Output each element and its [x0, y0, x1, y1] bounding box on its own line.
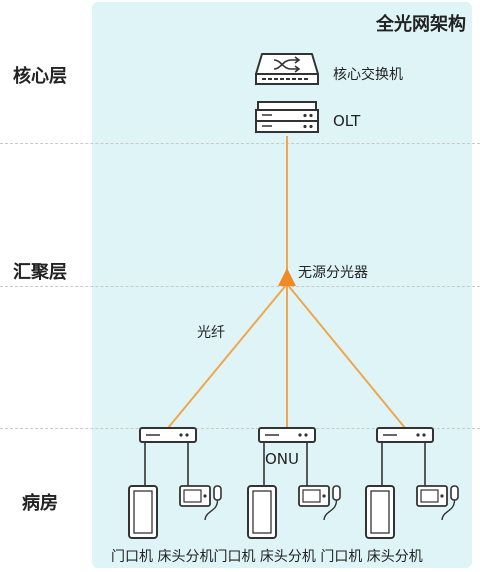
diagram-title: 全光网架构 — [376, 14, 466, 35]
splitter-icon — [278, 268, 296, 286]
splitter-label: 无源分光器 — [298, 265, 368, 281]
core-switch-label: 核心交换机 — [333, 67, 403, 83]
onu-icon — [139, 427, 197, 443]
onu-label: ONU — [265, 450, 300, 468]
door-terminal-icon — [365, 485, 395, 539]
bedside-unit-icon — [179, 485, 222, 521]
switch-icon — [255, 53, 319, 85]
door-terminal-icons — [128, 485, 395, 539]
layer-label-ward: 病房 — [22, 493, 58, 514]
layer-label-core: 核心层 — [13, 66, 67, 87]
layer-divider-3 — [0, 428, 480, 429]
door-terminal-icon — [128, 485, 158, 539]
layer-divider-2 — [0, 286, 480, 287]
olt-icon — [255, 101, 319, 133]
terminal-wiring — [144, 442, 426, 486]
onu-icon — [376, 427, 434, 443]
layer-label-aggregation: 汇聚层 — [13, 262, 67, 283]
fiber-splitter-onu-right — [286, 283, 406, 429]
bedside-unit-icon — [298, 485, 341, 521]
fiber-label: 光纤 — [197, 325, 225, 341]
terminal-labels: 门口机 床头分机门口机 床头分机 门口机 床头分机 — [111, 549, 423, 565]
door-terminal-icon — [247, 485, 277, 539]
olt-label: OLT — [333, 112, 361, 130]
bedside-unit-icon — [416, 485, 459, 521]
layer-divider-1 — [0, 143, 480, 144]
fiber-splitter-onu-left — [167, 283, 288, 429]
onu-icon — [258, 427, 316, 443]
fiber-lines — [167, 136, 406, 429]
